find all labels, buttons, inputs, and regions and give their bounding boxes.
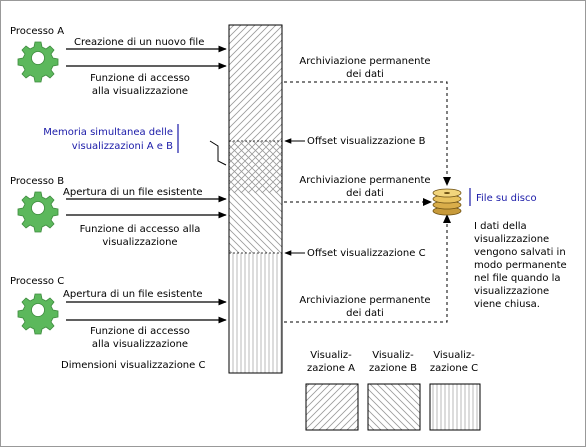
disk-note-line: nel file quando la bbox=[474, 273, 561, 284]
process-a-access-1: Funzione di accesso bbox=[90, 73, 190, 84]
process-a-label: Processo A bbox=[10, 26, 64, 37]
process-b: Processo B Apertura di un file esistente… bbox=[10, 176, 227, 248]
process-b-label: Processo B bbox=[10, 176, 64, 187]
process-a-access-2: alla visualizzazione bbox=[92, 86, 188, 97]
persist-a-1: Archiviazione permanente bbox=[299, 56, 430, 67]
disk-file-label: File su disco bbox=[476, 193, 537, 204]
view-a-region bbox=[229, 25, 282, 141]
persist-a-2: dei dati bbox=[346, 69, 384, 80]
process-a: Processo A Creazione di un nuovo file Fu… bbox=[10, 26, 227, 97]
persist-c-1: Archiviazione permanente bbox=[299, 295, 430, 306]
process-b-access-1: Funzione di accesso alla bbox=[80, 224, 201, 235]
process-a-action: Creazione di un nuovo file bbox=[74, 37, 204, 48]
process-b-access-2: visualizzazione bbox=[102, 237, 177, 248]
disk-note-line: vengono salvati in bbox=[474, 247, 566, 258]
gear-icon bbox=[17, 191, 59, 233]
disk-note-line: I dati della bbox=[474, 221, 527, 232]
persist-b-1: Archiviazione permanente bbox=[299, 175, 430, 186]
gear-icon bbox=[17, 293, 59, 335]
offset-b-label: Offset visualizzazione B bbox=[307, 136, 426, 147]
persist-c-2: dei dati bbox=[346, 308, 384, 319]
process-c-access-1: Funzione di accesso bbox=[90, 326, 190, 337]
disk-note-line: visualizzazione bbox=[474, 286, 549, 297]
legend-a-label-2: zazione A bbox=[307, 363, 355, 374]
memory-column bbox=[228, 24, 283, 374]
legend: Visualiz- zazione A Visualiz- zazione B … bbox=[305, 350, 481, 431]
legend-b-swatch bbox=[367, 383, 421, 431]
disk-icon bbox=[432, 188, 462, 216]
disk-note-line: viene chiusa. bbox=[474, 299, 540, 310]
process-c-action: Apertura di un file esistente bbox=[63, 289, 203, 300]
legend-c-label-1: Visualiz- bbox=[433, 350, 475, 361]
process-c-access-2: alla visualizzazione bbox=[92, 339, 188, 350]
legend-c-swatch bbox=[429, 383, 481, 431]
process-c-label: Processo C bbox=[10, 276, 64, 287]
view-c-region bbox=[229, 253, 282, 373]
persist-b-2: dei dati bbox=[346, 188, 384, 199]
shared-memory-callout: Memoria simultanea delle visualizzazioni… bbox=[43, 124, 227, 166]
disk-note-line: visualizzazione bbox=[474, 234, 549, 245]
legend-b-label-1: Visualiz- bbox=[372, 350, 414, 361]
shared-memory-label-1: Memoria simultanea delle bbox=[43, 127, 173, 138]
disk-note-line: modo permanente bbox=[474, 260, 567, 271]
shared-region-b bbox=[229, 141, 282, 193]
legend-c-label-2: zazione C bbox=[430, 363, 478, 374]
size-c-label: Dimensioni visualizzazione C bbox=[61, 360, 205, 371]
persist-paths bbox=[284, 81, 448, 323]
gear-icon bbox=[17, 41, 59, 83]
legend-a-swatch bbox=[305, 383, 359, 431]
process-c: Processo C Apertura di un file esistente… bbox=[10, 276, 227, 350]
view-b-region bbox=[229, 193, 282, 253]
offset-c-label: Offset visualizzazione C bbox=[307, 248, 426, 259]
disk-note: I dati della visualizzazione vengono sal… bbox=[474, 221, 567, 310]
shared-memory-label-2: visualizzazioni A e B bbox=[72, 141, 173, 152]
process-b-action: Apertura di un file esistente bbox=[63, 187, 203, 198]
legend-b-label-2: zazione B bbox=[369, 363, 417, 374]
legend-a-label-1: Visualiz- bbox=[310, 350, 352, 361]
